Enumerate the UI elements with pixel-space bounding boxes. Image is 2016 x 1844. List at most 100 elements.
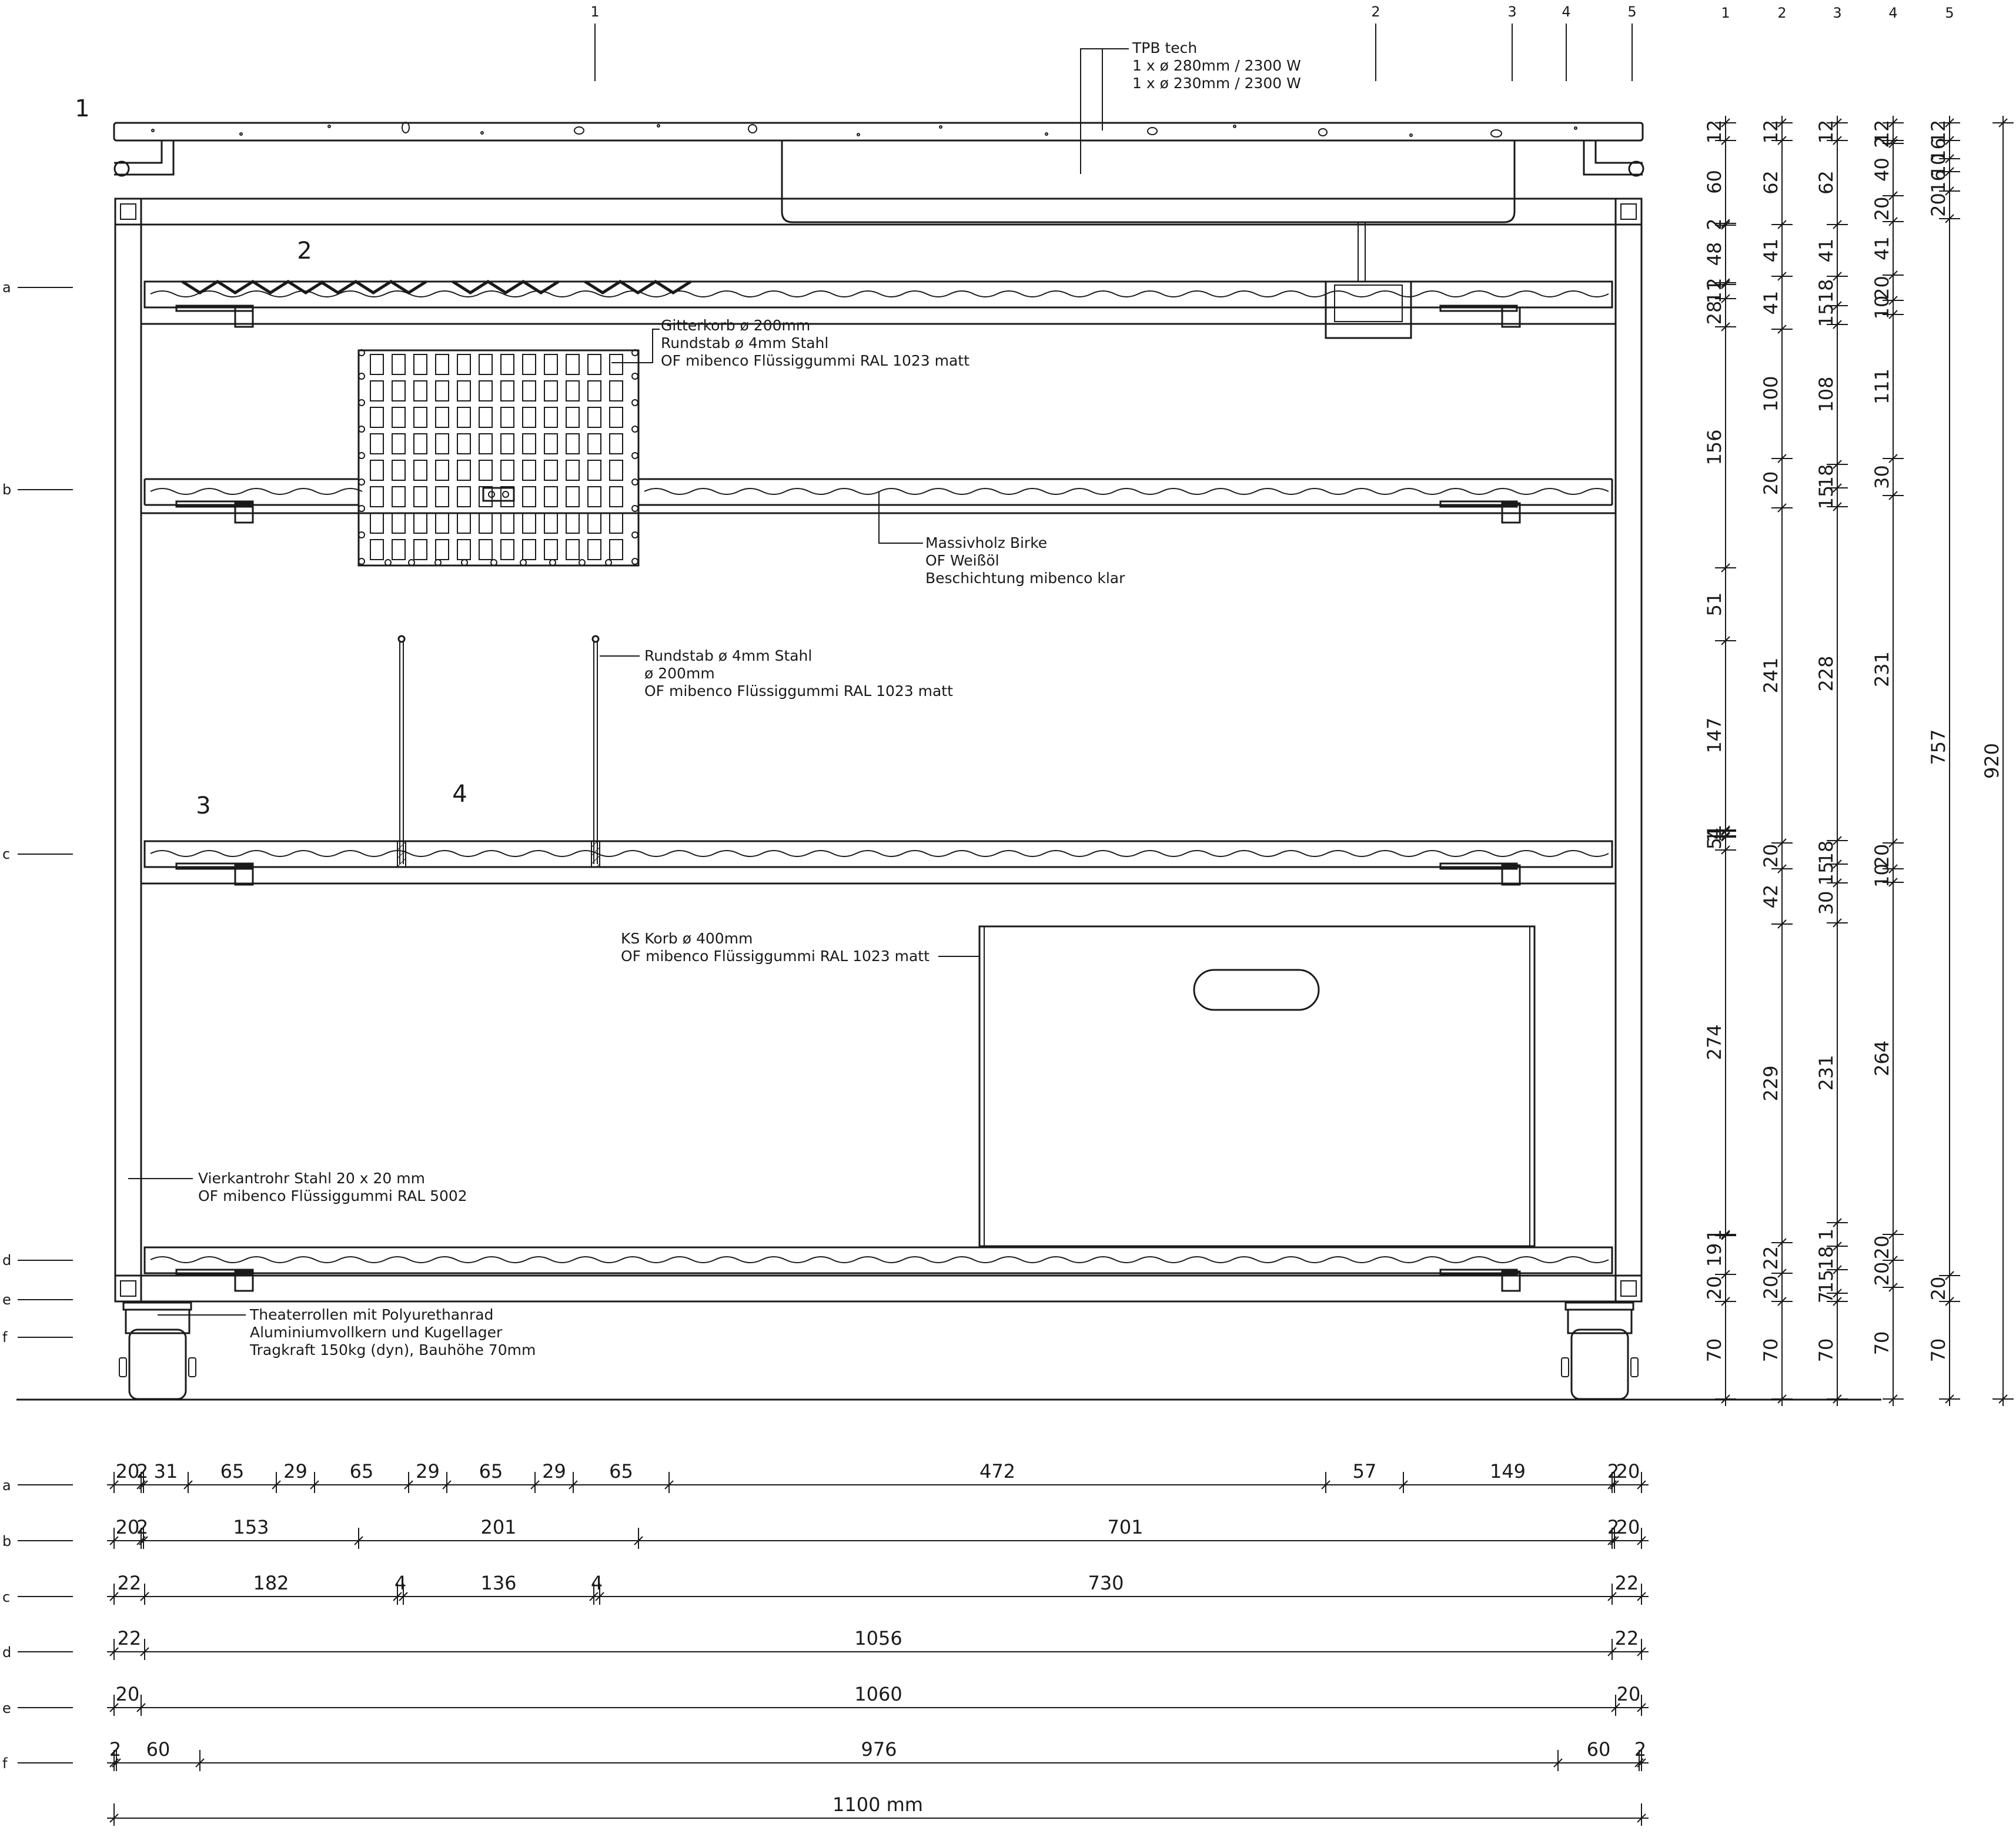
- theaterrollen-line-2: Aluminiumvollkern und Kugellager: [250, 1324, 503, 1341]
- vertical-dim-label: 70: [1871, 1331, 1893, 1356]
- horizontal-dim-label: 20: [1616, 1460, 1640, 1482]
- vertical-dim-label: 274: [1703, 1024, 1726, 1060]
- horizontal-dim-label: 22: [118, 1572, 142, 1594]
- vertical-dim-label: 757: [1927, 729, 1950, 765]
- vertical-dim-label: 51: [1703, 593, 1726, 617]
- annotation-tpb: TPB tech 1 x ø 280mm / 2300 W 1 x ø 230m…: [1080, 39, 1301, 174]
- horizontal-dim-label: 2: [1607, 1460, 1619, 1482]
- right-column-ref-1: 1: [1721, 5, 1730, 21]
- horizontal-dim-label: 4: [591, 1572, 603, 1594]
- column-ref-4: 4: [1562, 4, 1570, 20]
- row-ref-c: c: [2, 846, 10, 862]
- vertical-dim-label: 10: [1927, 153, 1950, 178]
- vertical-dim-label: 12: [1927, 120, 1950, 144]
- horizontal-dim-label: 701: [1107, 1516, 1143, 1538]
- right-column-reference-labels: 1 2 3 4 5: [1721, 5, 1954, 21]
- overall-width-label: 1100 mm: [833, 1793, 923, 1816]
- row-ref-f: f: [2, 1329, 8, 1346]
- column-ref-5: 5: [1627, 4, 1636, 20]
- cart-elevation: [16, 122, 1881, 1401]
- tpb-line-2: 1 x ø 280mm / 2300 W: [1132, 57, 1301, 74]
- shelf-a: [143, 280, 1613, 309]
- horizontal-dim-label: 472: [979, 1460, 1015, 1482]
- right-column-ref-5: 5: [1945, 5, 1954, 21]
- vertical-dimension-chains: 1260248211281565114714152741192070126241…: [1703, 116, 2014, 1406]
- column-ref-2: 2: [1371, 4, 1380, 20]
- annotation-rundstab: Rundstab ø 4mm Stahl ø 200mm OF mibenco …: [600, 647, 953, 700]
- row-ref-d: d: [2, 1252, 11, 1269]
- vertical-dim-label: 231: [1815, 1055, 1837, 1090]
- frame-tube-top-left: [114, 198, 142, 226]
- handle-bracket-left: [114, 140, 175, 176]
- horizontal-dim-label: 65: [220, 1460, 245, 1482]
- vertical-dim-label: 1: [1703, 825, 1726, 836]
- tpb-line-1: TPB tech: [1132, 39, 1197, 56]
- vierkantrohr-line-2: OF mibenco Flüssiggummi RAL 5002: [198, 1187, 467, 1204]
- vertical-dim-label: 20: [1927, 193, 1950, 217]
- dim-row-ref-d: d: [2, 1644, 11, 1661]
- right-column-ref-2: 2: [1777, 5, 1786, 21]
- dim-row-ref-b: b: [2, 1533, 11, 1550]
- vertical-dim-label: 1: [1815, 1229, 1837, 1240]
- vertical-dim-label: 20: [1871, 197, 1893, 221]
- tpb-line-3: 1 x ø 230mm / 2300 W: [1132, 75, 1301, 92]
- horizontal-dim-label: 4: [394, 1572, 406, 1594]
- part-number-4: 4: [452, 781, 467, 808]
- dim-row-ref-c: c: [2, 1589, 10, 1605]
- column-ref-1: 1: [590, 4, 599, 20]
- worktop: [113, 122, 1644, 142]
- vertical-dim-label: 70: [1760, 1338, 1782, 1363]
- horizontal-dim-label: 20: [116, 1516, 140, 1538]
- vertical-dim-label: 41: [1760, 291, 1782, 315]
- vertical-dim-label: 920: [1981, 743, 2003, 779]
- theaterrollen-line-3: Tragkraft 150kg (dyn), Bauhöhe 70mm: [249, 1341, 536, 1358]
- dim-row-ref-a: a: [2, 1477, 11, 1494]
- annotation-vierkantrohr: Vierkantrohr Stahl 20 x 20 mm OF mibenco…: [128, 1170, 467, 1204]
- vertical-dim-label: 20: [1927, 1277, 1950, 1301]
- column-ref-3: 3: [1507, 4, 1516, 20]
- row-ref-e: e: [2, 1291, 11, 1308]
- vertical-dim-label: 41: [1871, 236, 1893, 260]
- part-number-2: 2: [297, 237, 312, 265]
- vertical-dim-col6: 920: [1981, 116, 2014, 1406]
- horizontal-dim-label: 2: [109, 1738, 121, 1761]
- vertical-dim-label: 7: [1815, 1291, 1837, 1303]
- massivholz-line-3: Beschichtung mibenco klar: [925, 570, 1125, 587]
- vertical-dim-label: 100: [1760, 376, 1782, 411]
- worktop-texture: [151, 122, 1577, 138]
- vertical-dim-label: 20: [1760, 471, 1782, 496]
- horizontal-dim-label: 20: [116, 1683, 140, 1705]
- vertical-dim-label: 70: [1927, 1338, 1950, 1363]
- column-reference-labels: 1 2 3 4 5: [590, 4, 1637, 81]
- vertical-dim-label: 16: [1927, 169, 1950, 193]
- vertical-dim-label: 20: [1760, 1276, 1782, 1300]
- vertical-dim-label: 70: [1815, 1338, 1837, 1363]
- horizontal-dim-label: 60: [1587, 1738, 1611, 1761]
- round-rods: [397, 635, 600, 864]
- vertical-dim-label: 5: [1703, 838, 1726, 849]
- right-column-ref-3: 3: [1833, 5, 1841, 21]
- horizontal-dim-label: 22: [1615, 1627, 1639, 1649]
- vertical-dim-label: 62: [1815, 170, 1837, 195]
- row-ref-a: a: [2, 279, 11, 296]
- vertical-dim-label: 264: [1871, 1040, 1893, 1076]
- horizontal-dim-label: 201: [480, 1516, 516, 1538]
- vertical-dim-label: 20: [1703, 1276, 1726, 1300]
- vertical-dim-label: 111: [1871, 369, 1893, 404]
- row-ref-b: b: [2, 481, 11, 498]
- vertical-dim-label: 20: [1871, 844, 1893, 868]
- handle-bar-left: [113, 160, 130, 177]
- vertical-dim-label: 48: [1703, 242, 1726, 266]
- vertical-dim-label: 12: [1815, 120, 1837, 144]
- dim-row-ref-e: e: [2, 1700, 11, 1716]
- vertical-dim-label: 12: [1703, 120, 1726, 144]
- part-number-1: 1: [75, 95, 89, 122]
- vertical-dim-label: 20: [1871, 276, 1893, 300]
- handle-bar-right: [1628, 160, 1644, 177]
- vertical-dim-label: 10: [1871, 864, 1893, 888]
